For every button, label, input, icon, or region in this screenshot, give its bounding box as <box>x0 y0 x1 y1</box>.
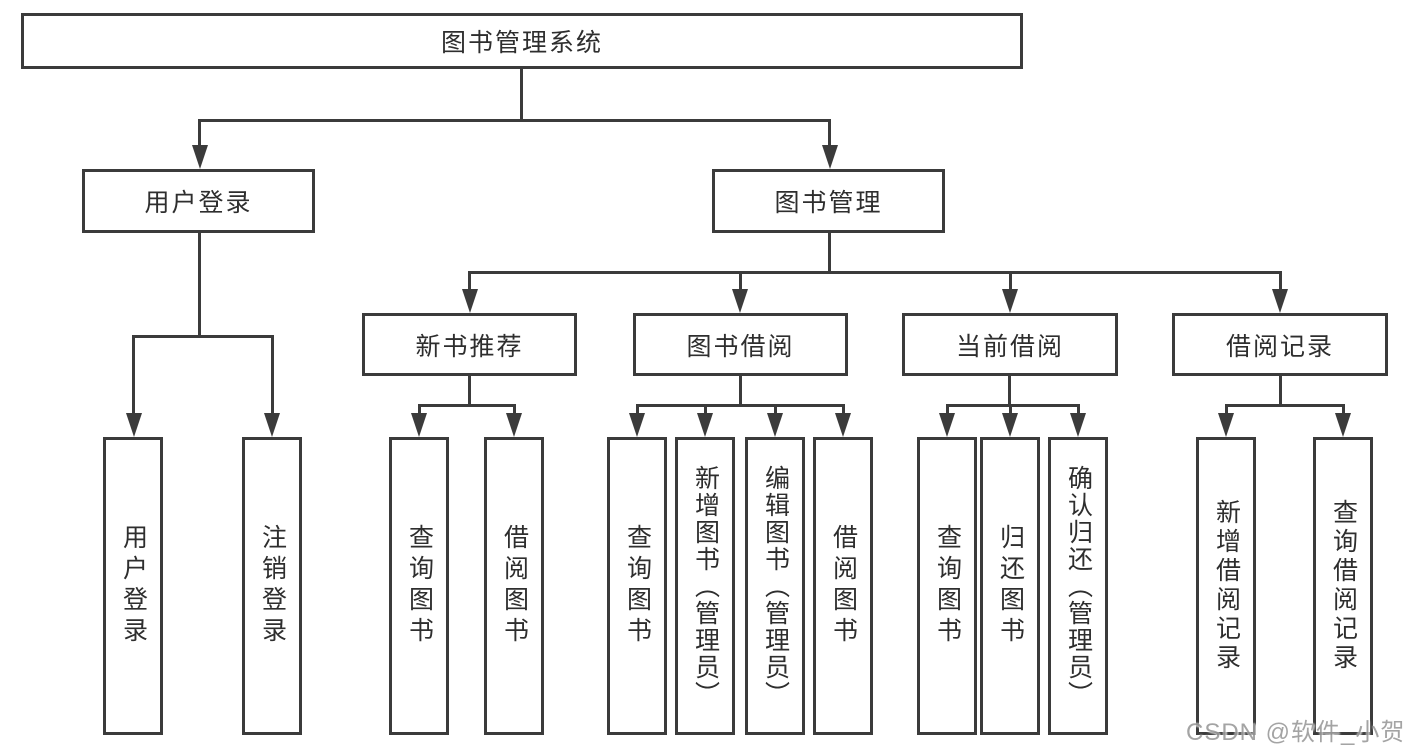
connector-drop-new-book <box>468 271 471 292</box>
leaf-nb-query-books: 查询图书 <box>389 437 449 735</box>
connector-drop-user-login <box>198 119 201 147</box>
leaf-cb-return-books: 归还图书 <box>980 437 1040 735</box>
arrow-down-bb-edit <box>767 413 783 437</box>
node-book-management: 图书管理 <box>712 169 945 233</box>
arrow-down-br-add <box>1218 413 1234 437</box>
connector-drop-bb-borrow <box>842 404 845 416</box>
node-current-borrowing: 当前借阅 <box>902 313 1118 376</box>
connector-records-split <box>1225 404 1345 407</box>
connector-drop-leaf-logout <box>271 335 274 415</box>
arrow-down-book-management <box>822 145 838 169</box>
arrow-down-br-query <box>1335 413 1351 437</box>
arrow-down-cb-return <box>1002 413 1018 437</box>
connector-drop-book-borrowing <box>739 271 742 292</box>
leaf-cb-query-books: 查询图书 <box>917 437 977 735</box>
node-borrowing-records: 借阅记录 <box>1172 313 1388 376</box>
arrow-down-leaf-logout <box>264 413 280 437</box>
leaf-bb-borrow-books: 借阅图书 <box>813 437 873 735</box>
csdn-watermark: CSDN @软件_小贺同学 <box>1186 719 1405 746</box>
connector-drop-cb-return <box>1009 404 1012 416</box>
connector-current-split <box>946 404 1080 407</box>
connector-drop-book-management <box>828 119 831 147</box>
connector-drop-bb-query <box>636 404 639 416</box>
leaf-cb-confirm-return-admin: 确认归还（管理员） <box>1048 437 1108 735</box>
node-new-book-recommend: 新书推荐 <box>362 313 577 376</box>
leaf-br-add-record: 新增借阅记录 <box>1196 437 1256 735</box>
arrow-down-leaf-login <box>126 413 142 437</box>
connector-drop-br-add <box>1225 404 1228 416</box>
connector-book-mgmt-split <box>468 271 1282 274</box>
arrow-down-current-borrowing <box>1002 289 1018 313</box>
arrow-down-cb-query <box>939 413 955 437</box>
arrow-down-book-borrowing <box>732 289 748 313</box>
arrow-down-nb-borrow <box>506 413 522 437</box>
arrow-down-borrowing-records <box>1272 289 1288 313</box>
connector-drop-cb-query <box>946 404 949 416</box>
leaf-bb-query-books: 查询图书 <box>607 437 667 735</box>
connector-drop-nb-borrow <box>513 404 516 416</box>
node-library-management-system: 图书管理系统 <box>21 13 1023 69</box>
connector-user-login-split <box>132 335 274 338</box>
leaf-br-query-record: 查询借阅记录 <box>1313 437 1373 735</box>
leaf-bb-edit-books-admin: 编辑图书（管理员） <box>745 437 805 735</box>
connector-root-stem <box>520 69 523 121</box>
connector-records-stem <box>1279 376 1282 407</box>
connector-new-book-split <box>418 404 516 407</box>
arrow-down-user-login <box>192 145 208 169</box>
connector-drop-current-borrowing <box>1009 271 1012 292</box>
arrow-down-bb-query <box>629 413 645 437</box>
connector-user-login-stem <box>198 233 201 338</box>
node-book-borrowing: 图书借阅 <box>633 313 848 376</box>
connector-root-split <box>198 119 831 122</box>
connector-drop-leaf-login <box>132 335 135 415</box>
connector-drop-bb-add <box>704 404 707 416</box>
arrow-down-nb-query <box>411 413 427 437</box>
connector-borrowing-stem <box>739 376 742 407</box>
arrow-down-bb-add <box>697 413 713 437</box>
leaf-bb-add-books-admin: 新增图书（管理员） <box>675 437 735 735</box>
connector-book-mgmt-stem <box>828 233 831 274</box>
connector-drop-bb-edit <box>774 404 777 416</box>
leaf-nb-borrow-books: 借阅图书 <box>484 437 544 735</box>
connector-borrowing-split <box>636 404 845 407</box>
connector-drop-br-query <box>1342 404 1345 416</box>
node-user-login: 用户登录 <box>82 169 315 233</box>
arrow-down-cb-confirm <box>1070 413 1086 437</box>
connector-current-stem <box>1008 376 1011 407</box>
connector-drop-cb-confirm <box>1077 404 1080 416</box>
leaf-logout: 注销登录 <box>242 437 302 735</box>
connector-drop-borrowing-records <box>1279 271 1282 292</box>
leaf-user-login: 用户登录 <box>103 437 163 735</box>
connector-drop-nb-query <box>418 404 421 416</box>
arrow-down-bb-borrow <box>835 413 851 437</box>
arrow-down-new-book <box>462 289 478 313</box>
connector-new-book-stem <box>468 376 471 407</box>
